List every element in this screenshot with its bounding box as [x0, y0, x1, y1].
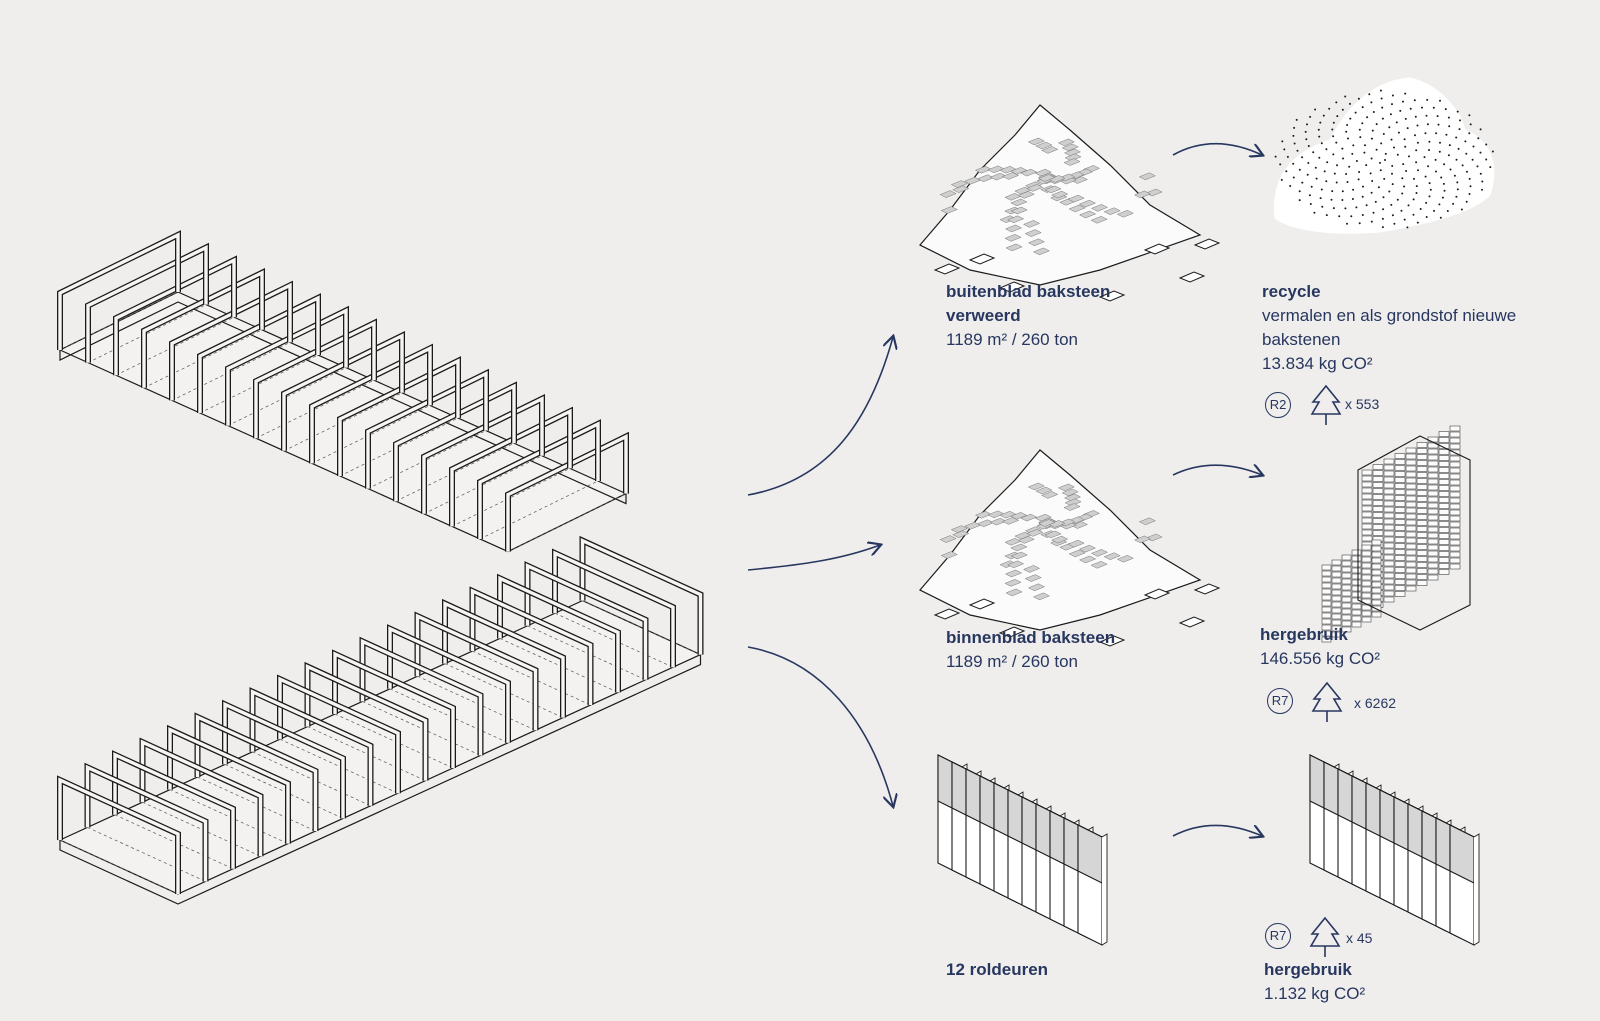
tree-icon	[1309, 916, 1341, 957]
brick-stack-illustration	[1321, 425, 1471, 643]
outcome-reuse-brick: hergebruik 146.556 kg CO²	[1260, 623, 1380, 671]
outer-brick-title: buitenblad baksteen	[946, 282, 1111, 301]
outcome-reuse-doors: hergebruik 1.132 kg CO²	[1264, 958, 1365, 1006]
rolling-doors-illustrations	[937, 754, 1480, 946]
rolling-doors-title: 12 roldeuren	[946, 960, 1049, 979]
label-inner-brick: binnenblad baksteen 1189 m² / 260 ton	[946, 626, 1115, 674]
r7-badge: R7	[1267, 688, 1293, 714]
trees-count-3: x 45	[1346, 930, 1373, 946]
outcome-recycle: recycle vermalen en als grondstof nieuwe…	[1262, 280, 1516, 376]
recycled-grit-illustration	[1273, 77, 1495, 234]
label-rolling-doors: 12 roldeuren	[946, 958, 1048, 982]
tree-icon	[1310, 384, 1342, 425]
trees-count-1: x 553	[1345, 396, 1380, 412]
inner-brick-title: binnenblad baksteen	[946, 628, 1116, 647]
recycle-description-2: bakstenen	[1262, 330, 1341, 349]
reuse-brick-co2: 146.556 kg CO²	[1260, 649, 1381, 668]
outer-brick-amount: 1189 m² / 260 ton	[946, 330, 1078, 349]
label-outer-brick: buitenblad baksteen verweerd 1189 m² / 2…	[946, 280, 1110, 352]
reuse-doors-co2: 1.132 kg CO²	[1264, 984, 1366, 1003]
r7-badge-doors: R7	[1265, 923, 1291, 949]
flow-arrows	[747, 142, 1262, 836]
building-structure-illustration	[57, 230, 704, 905]
tree-icon	[1311, 681, 1343, 722]
brick-rubble-illustrations	[919, 104, 1221, 647]
recycle-label: recycle	[1262, 282, 1321, 301]
reuse-doors-label: hergebruik	[1264, 960, 1352, 979]
outer-brick-title-2: verweerd	[946, 306, 1021, 325]
r2-badge: R2	[1265, 392, 1291, 418]
reuse-brick-label: hergebruik	[1260, 625, 1348, 644]
inner-brick-amount: 1189 m² / 260 ton	[946, 652, 1078, 671]
recycle-description: vermalen en als grondstof nieuwe	[1262, 306, 1517, 325]
trees-count-2: x 6262	[1354, 695, 1397, 711]
recycle-co2: 13.834 kg CO²	[1262, 354, 1373, 373]
